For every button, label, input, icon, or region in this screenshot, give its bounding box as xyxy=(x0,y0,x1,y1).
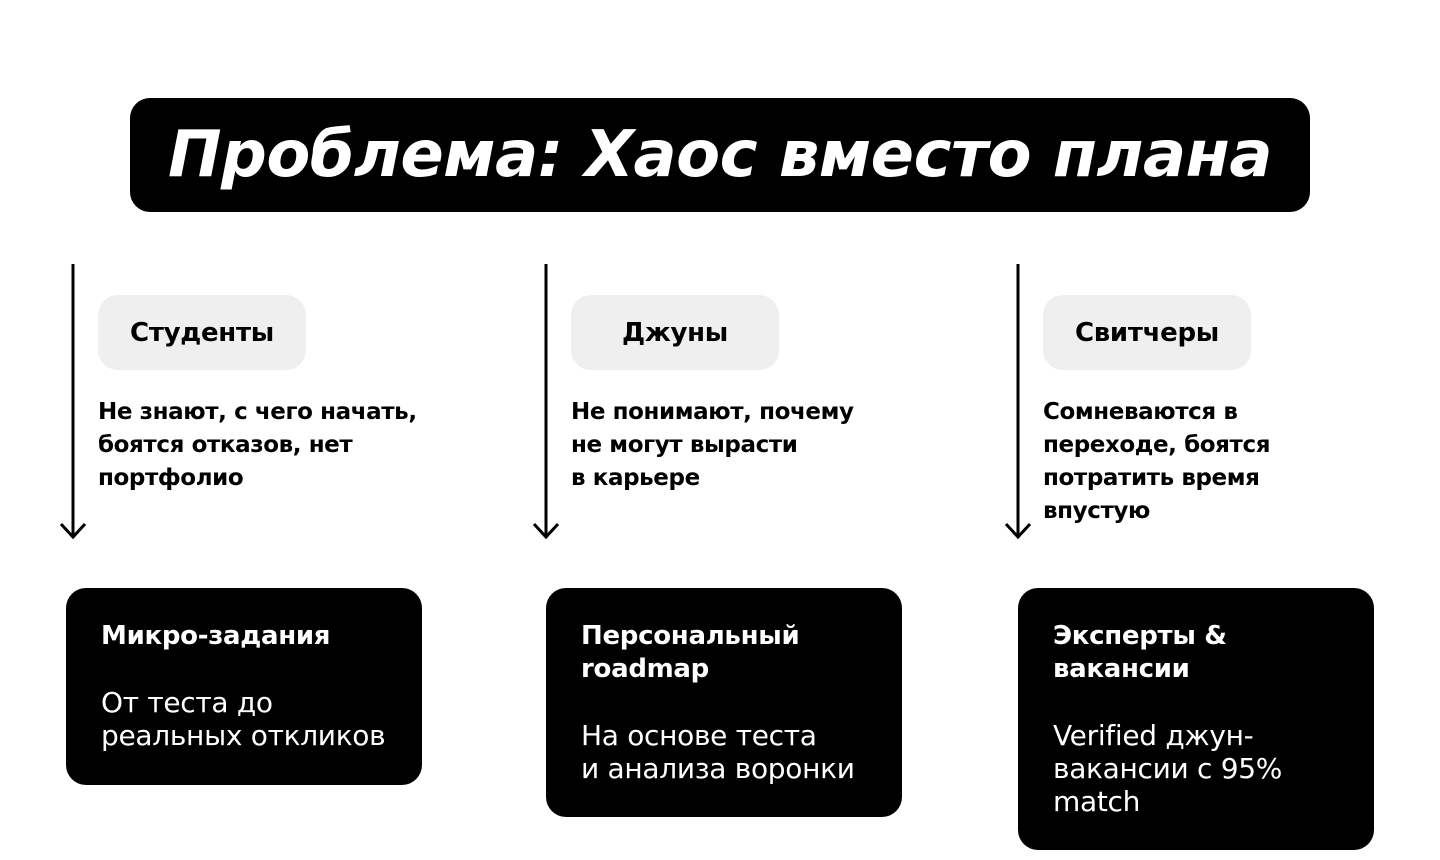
card-body: На основе теста и анализа воронки xyxy=(581,719,855,785)
down-arrow-icon xyxy=(58,262,88,542)
audience-chip-switchers: Свитчеры xyxy=(1043,295,1251,370)
audience-description-students: Не знают, с чего начать, боятся отказов,… xyxy=(98,399,417,491)
card-title: Эксперты & вакансии xyxy=(1053,621,1227,684)
title-banner: Проблема: Хаос вместо плана xyxy=(130,98,1310,212)
card-title: Микро-задания xyxy=(101,621,331,651)
audience-chip-juniors: Джуны xyxy=(571,295,779,370)
solution-card-roadmap: Персональный roadmap На основе теста и а… xyxy=(546,588,902,817)
card-title: Персональный roadmap xyxy=(581,621,800,684)
solution-card-experts-vacancies: Эксперты & вакансии Verified джун- вакан… xyxy=(1018,588,1374,850)
solution-card-micro-tasks: Микро-задания От теста до реальных откли… xyxy=(66,588,422,785)
audience-description-juniors: Не понимают, почему не могут вырасти в к… xyxy=(571,399,854,491)
down-arrow-icon xyxy=(1003,262,1033,542)
down-arrow-icon xyxy=(531,262,561,542)
card-body: Verified джун- вакансии с 95% match xyxy=(1053,719,1283,818)
audience-description-switchers: Сомневаются в переходе, боятся потратить… xyxy=(1043,399,1271,524)
page-title: Проблема: Хаос вместо плана xyxy=(167,118,1273,192)
audience-chip-students: Студенты xyxy=(98,295,306,370)
card-body: От теста до реальных откликов xyxy=(101,686,386,752)
